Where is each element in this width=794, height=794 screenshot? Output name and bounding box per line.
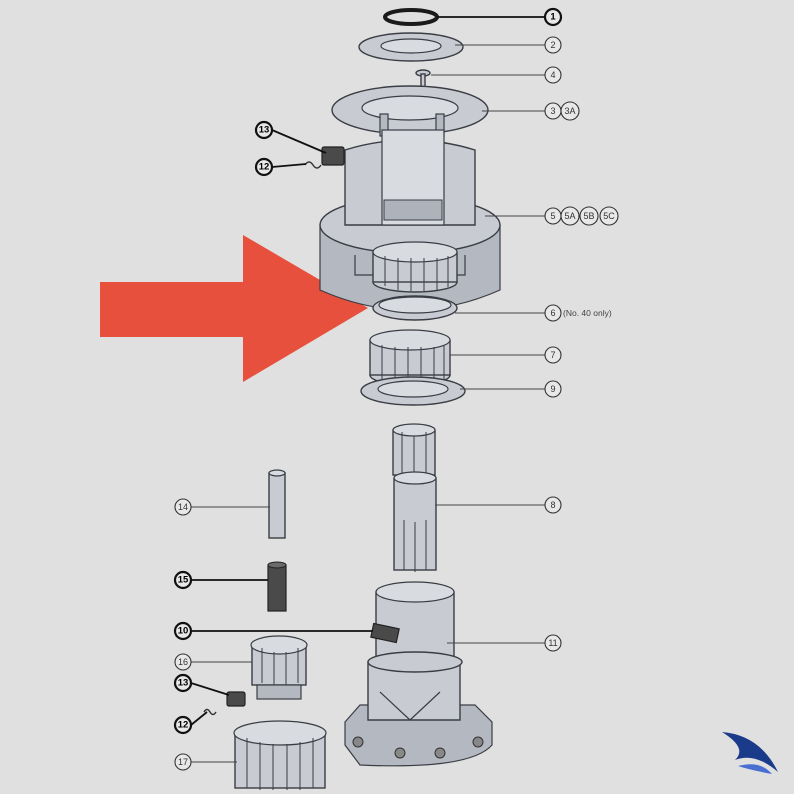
- svg-text:13: 13: [178, 678, 189, 689]
- part-top-cap: [331, 85, 489, 137]
- callout-1: 1: [543, 7, 563, 27]
- svg-text:12: 12: [178, 720, 189, 731]
- part-spring-bottom: [203, 708, 217, 716]
- svg-text:6: 6: [550, 308, 555, 318]
- callout-12-bottom: 12: [173, 715, 193, 735]
- callout-4: 4: [544, 66, 562, 84]
- part-lower-washer: [360, 376, 466, 406]
- part-small-gear: [250, 635, 308, 700]
- svg-text:7: 7: [550, 350, 555, 360]
- callout-5c: 5C: [599, 206, 619, 226]
- callout-12-top: 12: [254, 157, 274, 177]
- svg-text:10: 10: [178, 626, 189, 637]
- leader-lines: [190, 16, 545, 763]
- callout-3a: 3A: [560, 101, 580, 121]
- svg-text:5: 5: [550, 211, 555, 221]
- callout-17: 17: [174, 753, 192, 771]
- callout-15: 15: [173, 570, 193, 590]
- part-pin: [268, 469, 286, 539]
- svg-text:16: 16: [178, 657, 188, 667]
- callout-5b: 5B: [579, 206, 599, 226]
- callout-13-bottom: 13: [173, 673, 193, 693]
- part-top-washer: [358, 32, 464, 62]
- callout-13-top: 13: [254, 120, 274, 140]
- svg-text:15: 15: [178, 575, 189, 586]
- brand-logo-icon: [722, 732, 778, 774]
- part-large-gear: [233, 720, 327, 790]
- svg-text:4: 4: [550, 70, 555, 80]
- svg-text:3A: 3A: [564, 106, 575, 116]
- part6-note: (No. 40 only): [563, 308, 612, 318]
- part-shaft: [392, 423, 437, 572]
- part-spring-top: [304, 161, 322, 169]
- callout-6: 6: [544, 304, 562, 322]
- svg-text:12: 12: [259, 162, 270, 173]
- callout-5a: 5A: [560, 206, 580, 226]
- svg-text:17: 17: [178, 757, 188, 767]
- svg-text:8: 8: [550, 500, 555, 510]
- svg-text:2: 2: [550, 40, 555, 50]
- svg-text:1: 1: [550, 12, 556, 23]
- svg-text:3: 3: [550, 106, 555, 116]
- svg-text:5A: 5A: [564, 211, 575, 221]
- callout-3: 3: [544, 102, 562, 120]
- part-o-ring: [383, 8, 439, 26]
- part-spacer-ring: [372, 295, 458, 321]
- callout-7: 7: [544, 346, 562, 364]
- callout-16: 16: [174, 653, 192, 671]
- part-roller-pin: [267, 561, 287, 612]
- part-pawl-bottom: [226, 691, 246, 707]
- callout-14: 14: [174, 498, 192, 516]
- callout-8: 8: [544, 496, 562, 514]
- svg-text:5B: 5B: [583, 211, 594, 221]
- callout-5: 5: [544, 207, 562, 225]
- svg-text:11: 11: [548, 638, 557, 648]
- part-pawl-top: [321, 146, 345, 166]
- svg-text:14: 14: [178, 502, 188, 512]
- callout-2: 2: [544, 36, 562, 54]
- svg-text:13: 13: [259, 125, 270, 136]
- callout-10: 10: [173, 621, 193, 641]
- svg-text:5C: 5C: [603, 211, 615, 221]
- part-upper-bearing: [372, 241, 458, 293]
- svg-text:9: 9: [550, 384, 555, 394]
- red-arrow: [100, 235, 368, 382]
- callout-11: 11: [544, 634, 562, 652]
- part-base: [344, 581, 493, 767]
- callout-9: 9: [544, 380, 562, 398]
